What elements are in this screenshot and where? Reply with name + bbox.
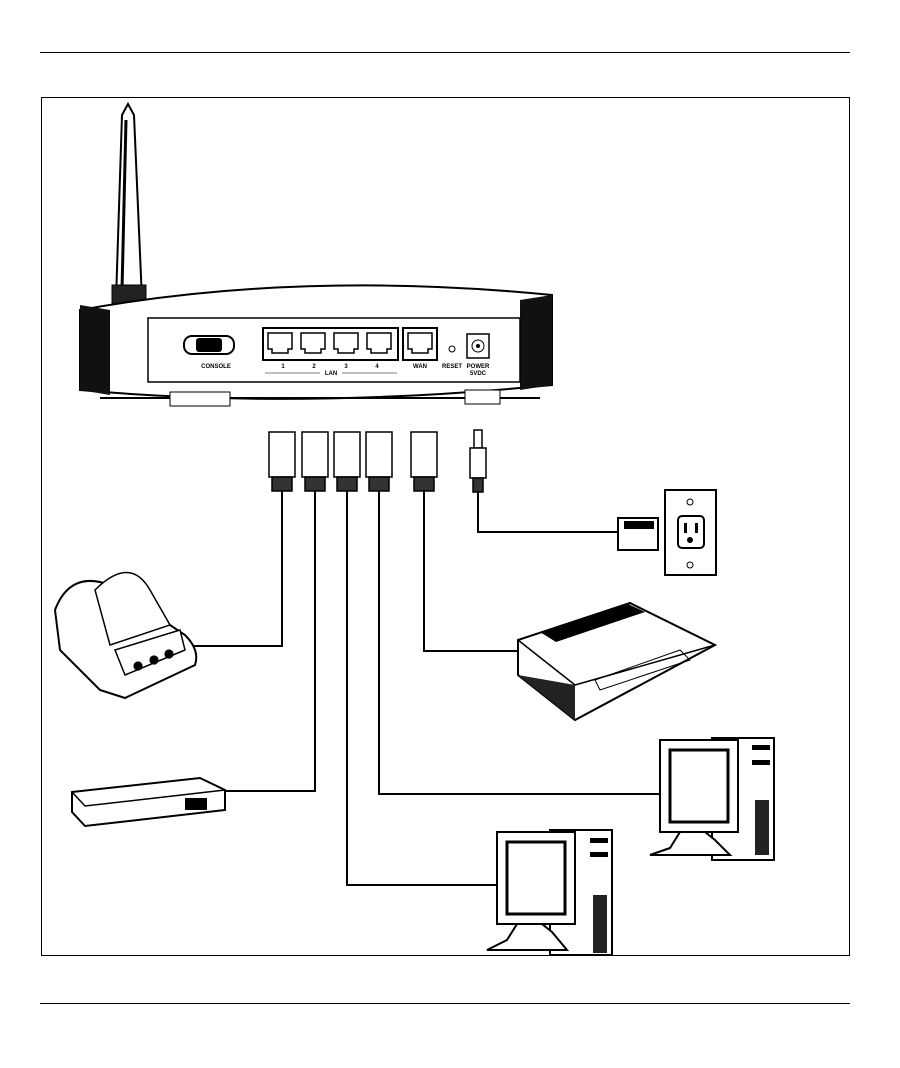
reset-button — [448, 345, 456, 353]
power-plug — [469, 429, 487, 493]
rj45-connectors — [268, 431, 438, 492]
power-label: POWER — [467, 364, 490, 370]
cables — [190, 491, 660, 886]
modem — [517, 601, 718, 722]
lan-port-3-label: 3 — [344, 364, 348, 370]
desktop-computer-right — [649, 737, 775, 861]
wan-port — [407, 332, 433, 354]
header-rule — [40, 52, 850, 53]
network-switch — [71, 776, 226, 828]
lan-port-1-label: 1 — [281, 364, 285, 370]
wan-label: WAN — [413, 364, 427, 370]
wall-outlet — [664, 489, 717, 576]
lan-port-4-label: 4 — [375, 364, 379, 370]
lan-ports — [267, 332, 392, 354]
router: CONSOLE 1 2 3 4 LAN WAN RESET POWER 5VDC — [79, 284, 553, 407]
power-jack — [466, 333, 490, 359]
console-label: CONSOLE — [201, 364, 231, 370]
lan-port-2-label: 2 — [312, 364, 316, 370]
reset-label: RESET — [442, 364, 462, 370]
console-port — [183, 335, 235, 355]
footer-rule — [40, 1003, 850, 1004]
desktop-computer-bottom — [486, 829, 613, 956]
printer — [53, 571, 198, 700]
power-voltage-label: 5VDC — [470, 371, 487, 377]
figure-frame — [41, 97, 850, 956]
lan-label: LAN — [325, 371, 337, 377]
power-adapter — [617, 517, 659, 551]
